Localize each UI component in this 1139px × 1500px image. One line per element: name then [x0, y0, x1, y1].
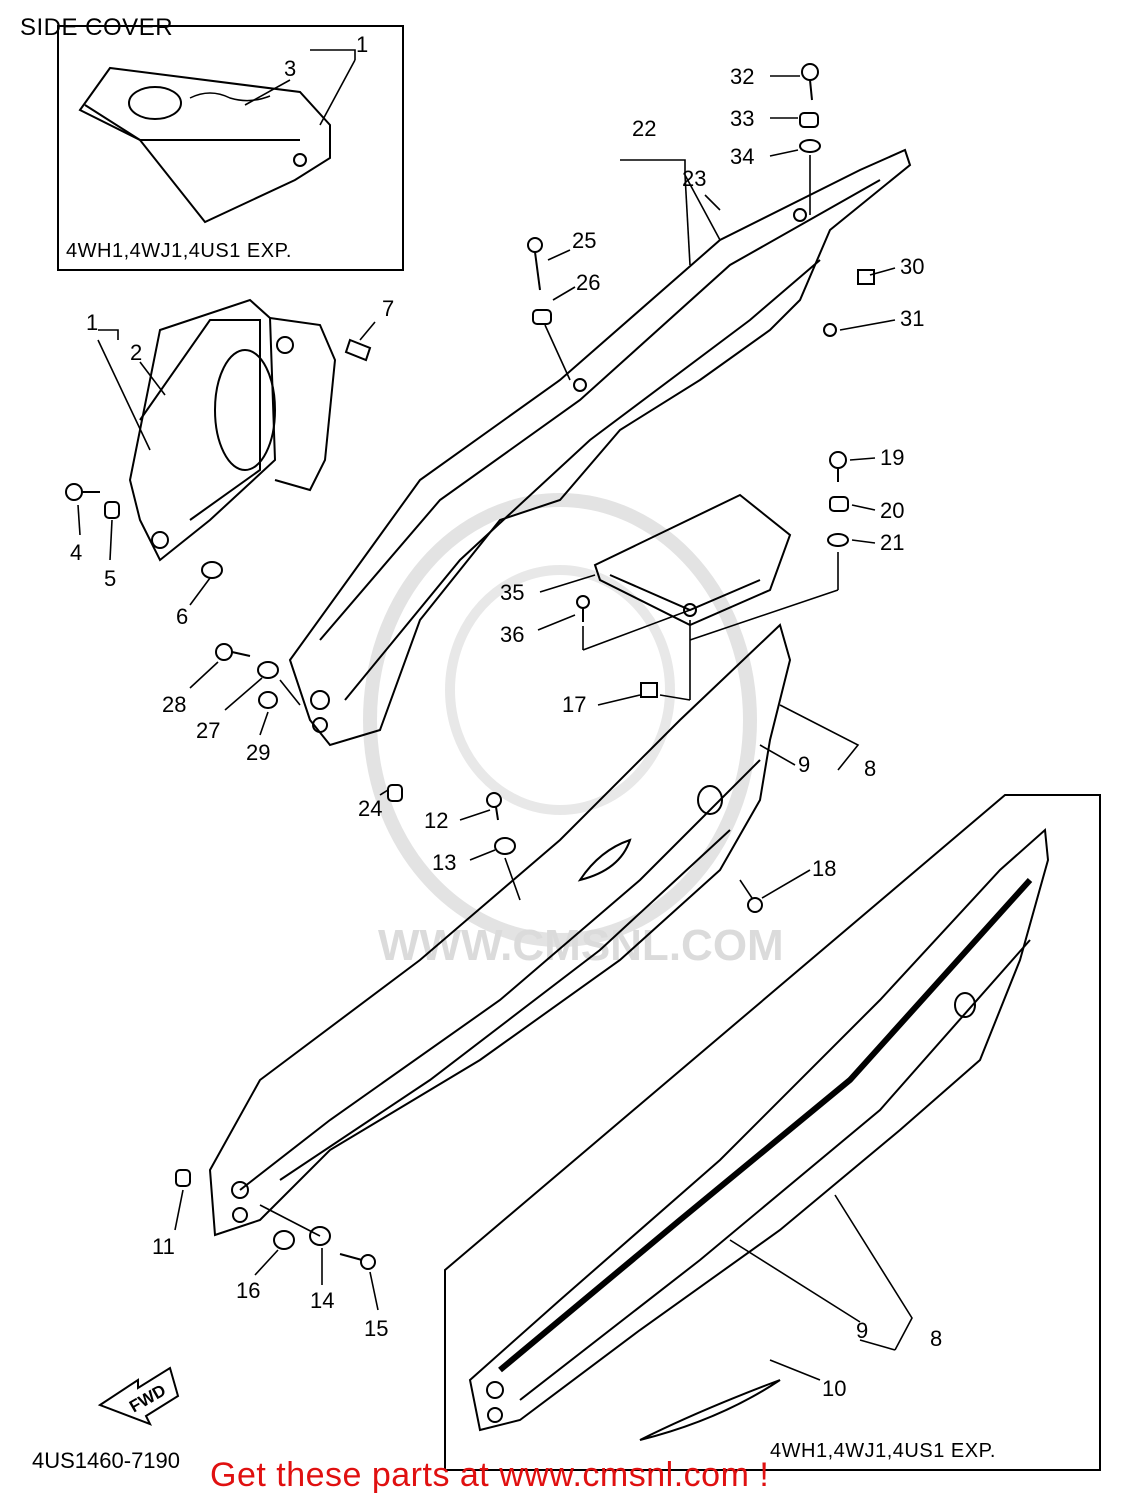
callout: 15 [364, 1316, 388, 1341]
callout: 20 [880, 498, 904, 523]
callout: 2 [130, 340, 142, 365]
callout: 22 [632, 116, 656, 141]
callout: 8 [930, 1326, 942, 1351]
callout: 34 [730, 144, 754, 169]
callout: 6 [176, 604, 188, 629]
callout: 4 [70, 540, 82, 565]
callout: 8 [864, 756, 876, 781]
callout: 36 [500, 622, 524, 647]
callout: 9 [856, 1318, 868, 1343]
callout: 33 [730, 106, 754, 131]
inset-box-bottom [444, 794, 1101, 1471]
callout: 25 [572, 228, 596, 253]
promo-link[interactable]: Get these parts at www.cmsnl.com ! [210, 1456, 770, 1494]
main-side-cover-drawing [208, 623, 792, 1237]
callout: 18 [812, 856, 836, 881]
callout: 28 [162, 692, 186, 717]
callout: 9 [798, 752, 810, 777]
side-cover-exp-drawing-right [468, 827, 1050, 1441]
callout: 14 [310, 1288, 334, 1313]
callout: 10 [822, 1376, 846, 1401]
callout: 29 [246, 740, 270, 765]
left-side-cover-drawing [128, 298, 372, 562]
callout: 31 [900, 306, 924, 331]
callout: 27 [196, 718, 220, 743]
inset-label-top: 4WH1,4WJ1,4US1 EXP. [66, 240, 292, 262]
leader-lines [77, 49, 913, 1381]
callout: 17 [562, 692, 586, 717]
callout: 12 [424, 808, 448, 833]
callout: 30 [900, 254, 924, 279]
watermark-logo: WWW.CMSNL.COM [363, 493, 784, 970]
fastener-drawings [65, 63, 875, 1270]
callout: 24 [358, 796, 382, 821]
inset-label-bottom: 4WH1,4WJ1,4US1 EXP. [770, 1440, 996, 1462]
callout: 26 [576, 270, 600, 295]
callout: 23 [682, 166, 706, 191]
inset-box-top [57, 25, 404, 271]
callout: 21 [880, 530, 904, 555]
callout: 16 [236, 1278, 260, 1303]
callout: 5 [104, 566, 116, 591]
callout: 19 [880, 445, 904, 470]
callout: 13 [432, 850, 456, 875]
callout: 32 [730, 64, 754, 89]
callout-numbers: 1 3 1 2 7 4 5 6 32 33 34 22 23 25 26 30 … [70, 32, 942, 1401]
side-cover-exp-drawing [78, 66, 331, 224]
callout: 11 [152, 1234, 175, 1259]
watermark-text: WWW.CMSNL.COM [378, 921, 784, 970]
page-title: SIDE COVER [20, 14, 174, 41]
callout: 1 [86, 310, 98, 335]
callout: 3 [284, 56, 296, 81]
callout: 7 [382, 296, 394, 321]
diagram-code: 4US1460-7190 [32, 1448, 181, 1473]
callout: 35 [500, 580, 524, 605]
fwd-arrow: FWD [97, 1366, 180, 1426]
callout: 1 [356, 32, 368, 57]
